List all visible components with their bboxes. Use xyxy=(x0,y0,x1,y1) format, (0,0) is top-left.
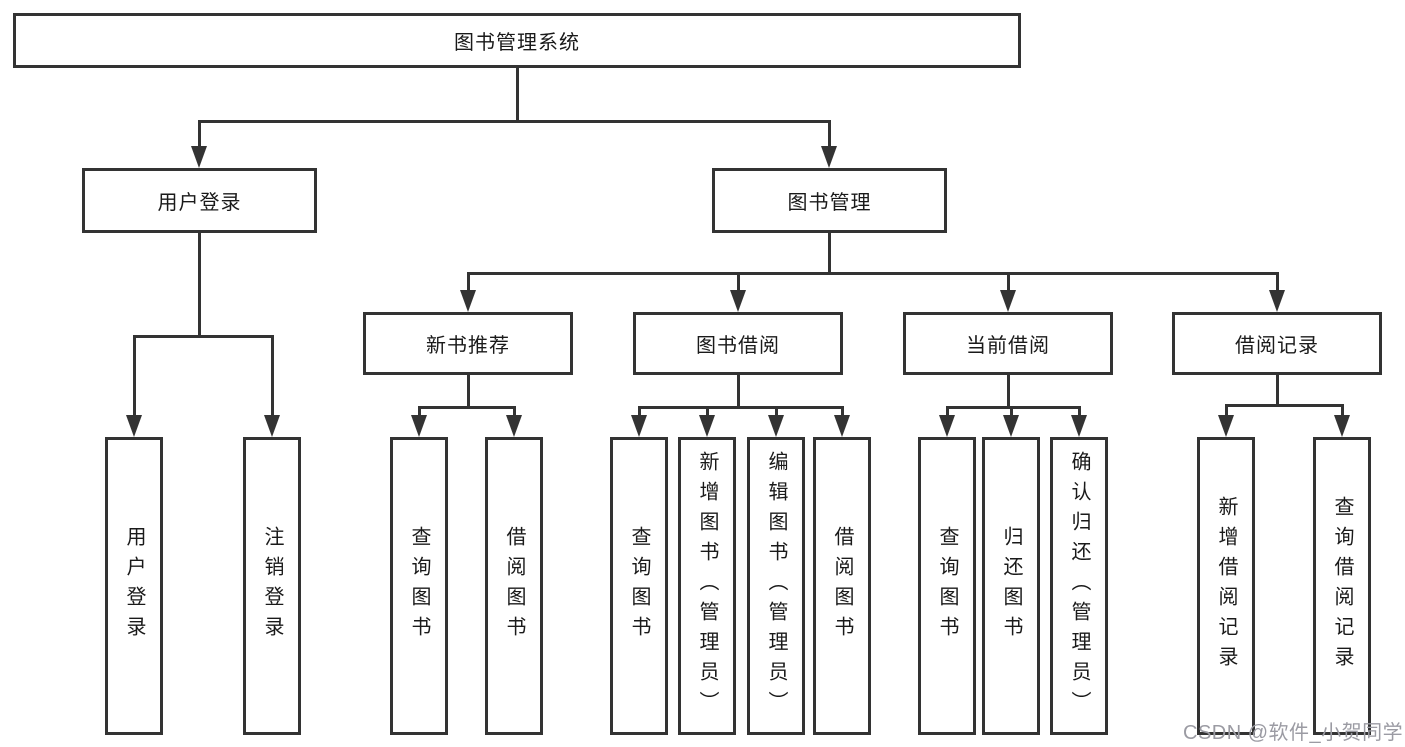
arrow-down-icon xyxy=(939,415,955,437)
leaf-bb-borrow-books-label: 借阅图书 xyxy=(831,526,853,646)
edge-user-login-drop-1 xyxy=(133,335,136,417)
arrow-down-icon xyxy=(730,290,746,312)
leaf-bb-edit-books-label: 编辑图书（管理员） xyxy=(765,451,787,721)
node-root: 图书管理系统 xyxy=(13,13,1021,68)
node-book-management-label: 图书管理 xyxy=(787,192,872,214)
edge-records-drop-2 xyxy=(1341,404,1344,418)
leaf-nb-query-books: 查询图书 xyxy=(390,437,448,735)
edge-book-mgmt-drop-3 xyxy=(1007,272,1010,294)
edge-book-mgmt-drop-2 xyxy=(737,272,740,294)
edge-book-borrow-drop-1 xyxy=(638,406,641,418)
leaf-bb-add-books: 新增图书（管理员） xyxy=(678,437,736,735)
arrow-down-icon xyxy=(506,415,522,437)
leaf-cb-query-books: 查询图书 xyxy=(918,437,976,735)
edge-user-login-stem xyxy=(198,231,201,337)
edge-book-borrow-drop-2 xyxy=(706,406,709,418)
node-book-borrowing: 图书借阅 xyxy=(633,312,843,375)
leaf-br-add-record-label: 新增借阅记录 xyxy=(1215,496,1237,676)
node-user-login: 用户登录 xyxy=(82,168,317,233)
csdn-watermark: CSDN @软件_小贺同学 xyxy=(1183,722,1404,744)
edge-book-mgmt-bus xyxy=(467,272,1279,275)
edge-book-mgmt-drop-4 xyxy=(1276,272,1279,294)
leaf-bb-query-books: 查询图书 xyxy=(610,437,668,735)
arrow-down-icon xyxy=(1003,415,1019,437)
leaf-cb-confirm-return: 确认归还（管理员） xyxy=(1050,437,1108,735)
leaf-user-login: 用户登录 xyxy=(105,437,163,735)
edge-root-drop-left xyxy=(198,120,201,150)
node-new-book-recommend: 新书推荐 xyxy=(363,312,573,375)
node-book-borrowing-label: 图书借阅 xyxy=(696,335,780,357)
arrow-down-icon xyxy=(699,415,715,437)
leaf-cb-query-books-label: 查询图书 xyxy=(936,526,958,646)
arrow-down-icon xyxy=(1218,415,1234,437)
edge-root-stem xyxy=(516,66,519,122)
arrow-down-icon xyxy=(460,290,476,312)
edge-root-bus xyxy=(198,120,831,123)
arrow-down-icon xyxy=(411,415,427,437)
leaf-cb-return-books: 归还图书 xyxy=(982,437,1040,735)
leaf-cb-return-books-label: 归还图书 xyxy=(1000,526,1022,646)
edge-current-borrow-stem xyxy=(1007,373,1010,408)
edge-book-mgmt-drop-1 xyxy=(467,272,470,294)
edge-records-bus xyxy=(1225,404,1343,407)
node-root-label: 图书管理系统 xyxy=(454,32,580,54)
edge-book-borrow-drop-4 xyxy=(841,406,844,418)
leaf-nb-query-books-label: 查询图书 xyxy=(408,526,430,646)
arrow-down-icon xyxy=(631,415,647,437)
edge-new-books-bus xyxy=(418,406,516,409)
edge-current-borrow-bus xyxy=(946,406,1080,409)
node-new-book-recommend-label: 新书推荐 xyxy=(426,335,510,357)
arrow-down-icon xyxy=(821,146,837,168)
edge-book-borrow-bus xyxy=(638,406,844,409)
arrow-down-icon xyxy=(1269,290,1285,312)
arrow-down-icon xyxy=(191,146,207,168)
edge-user-login-bus xyxy=(133,335,274,338)
node-current-borrowing-label: 当前借阅 xyxy=(966,335,1050,357)
leaf-bb-borrow-books: 借阅图书 xyxy=(813,437,871,735)
leaf-bb-query-books-label: 查询图书 xyxy=(628,526,650,646)
node-borrow-records-label: 借阅记录 xyxy=(1235,335,1319,357)
leaf-nb-borrow-books: 借阅图书 xyxy=(485,437,543,735)
edge-new-books-drop-1 xyxy=(418,406,421,418)
arrow-down-icon xyxy=(1071,415,1087,437)
arrow-down-icon xyxy=(1334,415,1350,437)
edge-new-books-stem xyxy=(467,373,470,408)
leaf-cb-confirm-return-label: 确认归还（管理员） xyxy=(1068,451,1090,721)
edge-root-drop-right xyxy=(828,120,831,150)
edge-new-books-drop-2 xyxy=(513,406,516,418)
leaf-logout: 注销登录 xyxy=(243,437,301,735)
edge-current-borrow-drop-2 xyxy=(1010,406,1013,418)
edge-user-login-drop-2 xyxy=(271,335,274,417)
leaf-bb-add-books-label: 新增图书（管理员） xyxy=(696,451,718,721)
arrow-down-icon xyxy=(1000,290,1016,312)
edge-book-borrow-drop-3 xyxy=(775,406,778,418)
edge-current-borrow-drop-1 xyxy=(946,406,949,418)
leaf-br-query-record: 查询借阅记录 xyxy=(1313,437,1371,735)
node-user-login-label: 用户登录 xyxy=(157,192,242,214)
edge-book-mgmt-stem xyxy=(828,231,831,274)
arrow-down-icon xyxy=(264,415,280,437)
edge-book-borrow-stem xyxy=(737,373,740,408)
leaf-logout-label: 注销登录 xyxy=(261,526,283,646)
leaf-user-login-label: 用户登录 xyxy=(123,526,145,646)
node-current-borrowing: 当前借阅 xyxy=(903,312,1113,375)
edge-current-borrow-drop-3 xyxy=(1078,406,1081,418)
leaf-bb-edit-books: 编辑图书（管理员） xyxy=(747,437,805,735)
arrow-down-icon xyxy=(768,415,784,437)
edge-records-drop-1 xyxy=(1225,404,1228,418)
node-borrow-records: 借阅记录 xyxy=(1172,312,1382,375)
edge-records-stem xyxy=(1276,373,1279,406)
leaf-br-query-record-label: 查询借阅记录 xyxy=(1331,496,1353,676)
leaf-nb-borrow-books-label: 借阅图书 xyxy=(503,526,525,646)
arrow-down-icon xyxy=(834,415,850,437)
node-book-management: 图书管理 xyxy=(712,168,947,233)
arrow-down-icon xyxy=(126,415,142,437)
leaf-br-add-record: 新增借阅记录 xyxy=(1197,437,1255,735)
